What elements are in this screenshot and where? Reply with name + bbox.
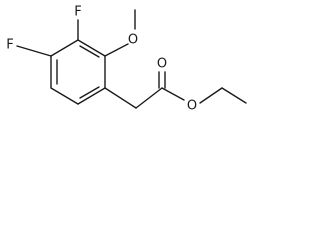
methoxy-oxygen-label: O — [128, 33, 138, 48]
ring-double-bond-c4-c5 — [79, 86, 100, 99]
carbonyl-oxygen-label: O — [157, 57, 167, 72]
ring-bond-c4-c5 — [77, 87, 106, 105]
ring-bond-c5-c6 — [50, 87, 79, 105]
bond-c4-ch2 — [104, 87, 137, 109]
benzene-ring — [50, 39, 106, 105]
bond-carbonyl-o-ether — [161, 87, 185, 101]
bond-o-ethyl-ch2 — [199, 87, 223, 104]
bond-c1-f-left — [16, 45, 52, 57]
ring-bond-c2-c3 — [77, 39, 106, 57]
ester-oxygen-label: O — [187, 99, 197, 114]
bond-ch2-carbonyl — [135, 87, 163, 109]
fluorine-left-label: F — [6, 38, 13, 53]
bond-ethyl-ch2-ch3 — [221, 87, 247, 104]
ring-bond-c1-c2 — [50, 39, 79, 57]
chemical-structure-diagram: F F O O O — [6, 5, 247, 114]
ring-double-bond-c2-c3 — [79, 45, 100, 58]
bond-c3-o-methoxy — [104, 43, 129, 57]
fluorine-top-label: F — [74, 5, 81, 20]
